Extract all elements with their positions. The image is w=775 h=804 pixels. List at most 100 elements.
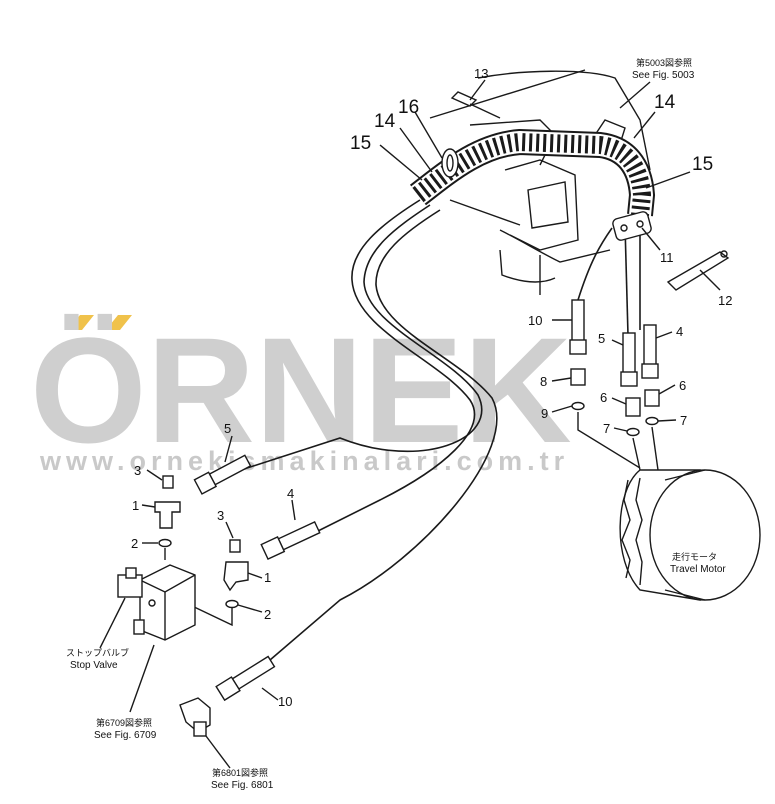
- leader-to-motor-2: [632, 437, 641, 471]
- bolt-13-shank: [469, 103, 501, 119]
- o-ring-7-right: [645, 416, 659, 426]
- stop-valve-port: [133, 619, 145, 635]
- elbow-1-upper: [154, 501, 181, 529]
- leader-15-right: [645, 171, 691, 189]
- left-fittings: [154, 475, 249, 627]
- callout-10-left: 10: [278, 694, 292, 709]
- leader-1-upper: [141, 504, 156, 508]
- callout-3-lower: 3: [217, 508, 224, 523]
- callout-13: 13: [474, 66, 488, 81]
- hose-4-ferrule: [277, 520, 321, 551]
- upper-components: [450, 91, 730, 291]
- travel-motor: [619, 469, 761, 601]
- callout-numbers: 13 16 14 15 14 15 11 12 10 5 4 8 9 6 6 7…: [131, 66, 732, 709]
- elbow-fitting-6801: [179, 697, 211, 737]
- leader-5-right: [611, 339, 624, 346]
- hose-10-nut: [215, 676, 241, 702]
- plug-3-lower: [229, 539, 241, 553]
- leader-11: [641, 227, 661, 251]
- callout-6-right: 6: [679, 378, 686, 393]
- frame-plate-1: [504, 159, 579, 251]
- leader-10-left: [261, 687, 279, 701]
- watermark-accent-left: [68, 315, 94, 330]
- callout-15-right: 15: [692, 154, 713, 175]
- callout-7-right: 7: [680, 413, 687, 428]
- note-stop-valve: Stop Valve: [70, 660, 118, 671]
- right-fittings: [569, 299, 660, 471]
- hose-end-5-left: [193, 454, 252, 495]
- frame-cutout: [527, 181, 569, 229]
- hose-5: [209, 204, 483, 481]
- connector-8: [570, 368, 586, 386]
- elbow-6801-port: [193, 721, 207, 737]
- o-ring-9: [571, 401, 585, 411]
- leader-14-right: [633, 111, 656, 139]
- callout-1-lower: 1: [264, 570, 271, 585]
- leader-3-lower: [225, 521, 234, 539]
- clamp-16: [441, 148, 459, 178]
- left-hose-ends: [193, 454, 321, 702]
- leader-to-motor-3: [651, 426, 659, 471]
- bolt-13-head: [450, 91, 478, 107]
- callout-6-left: 6: [600, 390, 607, 405]
- leader-14-left: [399, 127, 433, 173]
- hose-4-nut: [260, 536, 286, 561]
- leader-fig5003: [619, 81, 651, 109]
- reference-notes: 第5003図参照 See Fig. 5003 ストップバルブ Stop Valv…: [66, 57, 726, 791]
- callout-2-lower: 2: [264, 607, 271, 622]
- leader-9: [551, 405, 573, 413]
- hoses: [209, 199, 641, 661]
- callout-7-left: 7: [603, 421, 610, 436]
- elbow-1-lower: [223, 561, 249, 592]
- leader-13: [469, 79, 486, 101]
- callout-4-right: 4: [676, 324, 683, 339]
- motor-top-edge: [664, 469, 706, 481]
- stop-valve: [117, 564, 196, 641]
- frame-lower-outline: [499, 229, 611, 263]
- note-fig6801: See Fig. 6801: [211, 780, 274, 791]
- callout-11: 11: [660, 250, 674, 265]
- callout-4-left: 4: [287, 486, 294, 501]
- hose-nut-5-right: [620, 371, 638, 387]
- hose-10-right: [577, 227, 613, 301]
- o-ring-2-upper: [158, 538, 172, 548]
- leader-8: [551, 377, 572, 382]
- hose-nut-4-right: [641, 363, 659, 379]
- connector-6-left: [625, 397, 641, 417]
- callout-14-right: 14: [654, 92, 676, 113]
- hose-bundle: [409, 128, 656, 217]
- note-fig5003-jp: 第5003図参照: [636, 57, 692, 68]
- leader-1-lower: [247, 572, 263, 579]
- hose-nut-10-right: [569, 339, 587, 355]
- callout-5-right: 5: [598, 331, 605, 346]
- connector-6-right: [644, 389, 660, 407]
- hose-5-nut: [193, 471, 218, 495]
- bracket-12-hole: [720, 250, 728, 258]
- hose-end-10-right: [571, 299, 585, 343]
- callout-12: 12: [718, 293, 732, 308]
- leader-16: [414, 111, 443, 159]
- leader-valve-2: [189, 604, 233, 627]
- leader-fig6709: [129, 644, 155, 713]
- hose-end-10-left: [215, 655, 276, 702]
- motor-gear-teeth-2: [635, 477, 643, 586]
- watermark: ÖRNEK www.ornekismakinalari.com.tr: [30, 306, 572, 476]
- o-ring-2-lower: [225, 599, 239, 609]
- note-travel-motor-jp: 走行モータ: [672, 551, 717, 562]
- bracket-12: [666, 251, 730, 291]
- watermark-accent-right: [106, 315, 132, 330]
- note-fig6709: See Fig. 6709: [94, 730, 157, 741]
- stop-valve-body: [139, 564, 196, 641]
- frame-top-outline: [477, 70, 651, 171]
- callout-15-left: 15: [350, 133, 371, 154]
- hose-10-left: [269, 209, 498, 661]
- hose-5-right: [624, 224, 629, 336]
- callout-5-left: 5: [224, 421, 231, 436]
- leader-to-motor-1: [577, 412, 641, 469]
- note-fig5003: See Fig. 5003: [632, 70, 695, 81]
- clamp-11: [612, 211, 652, 241]
- hose-end-5-right: [622, 332, 636, 374]
- hose-end-4-left: [260, 520, 321, 561]
